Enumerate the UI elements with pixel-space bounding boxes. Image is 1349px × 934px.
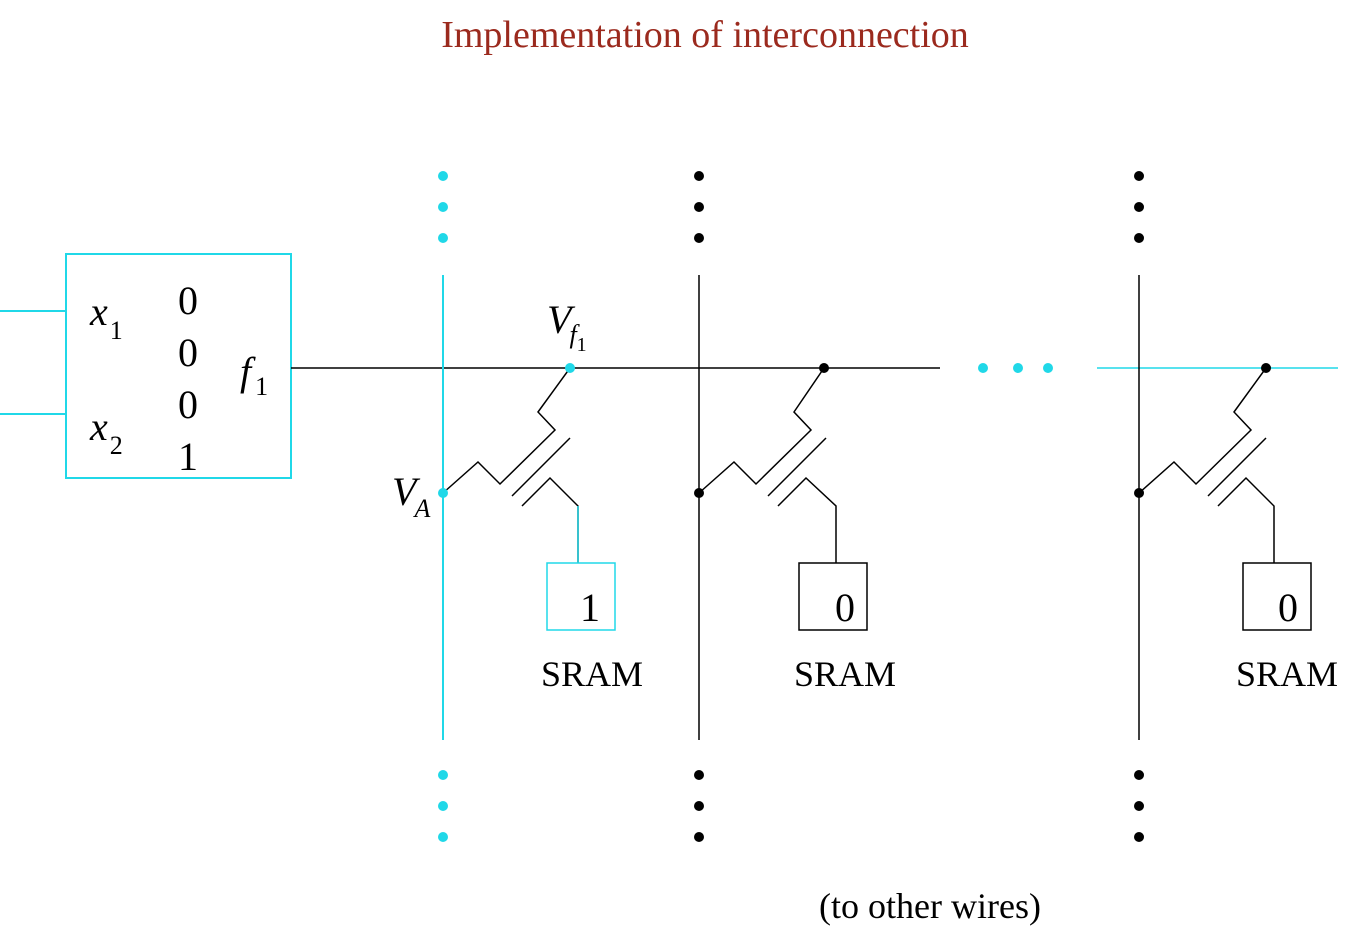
node-va-dot [438, 488, 448, 498]
input-label-x2: x2 [89, 404, 123, 460]
pass-transistor-3 [1138, 367, 1275, 563]
vertical-continuation-dots-c [1134, 171, 1144, 842]
truth-value-2: 0 [178, 382, 198, 427]
pass-transistor-2 [698, 367, 837, 563]
truth-value-3: 1 [178, 434, 198, 479]
sram-label-1: SRAM [541, 654, 643, 694]
junction-c-lower [1134, 488, 1144, 498]
junction-c-upper [1261, 363, 1271, 373]
page-title: Implementation of interconnection [441, 14, 969, 56]
input-label-x1: x1 [89, 289, 123, 345]
junction-b-lower [694, 488, 704, 498]
vertical-continuation-dots-b [694, 171, 704, 842]
vertical-continuation-dots-a [438, 171, 448, 842]
node-label-vf1: Vf1 [547, 297, 587, 356]
sram-label-3: SRAM [1236, 654, 1338, 694]
sram-value-3: 0 [1278, 585, 1298, 630]
junction-b-upper [819, 363, 829, 373]
sram-cell-3: 0 SRAM [1236, 562, 1338, 694]
lut-box [65, 253, 292, 479]
node-vf1-dot [565, 363, 575, 373]
sram-value-1: 1 [580, 585, 600, 630]
pass-transistor-1 [442, 367, 579, 563]
sram-cell-2: 0 SRAM [794, 562, 896, 694]
sram-cell-1: 1 SRAM [541, 562, 643, 694]
sram-value-2: 0 [835, 585, 855, 630]
sram-label-2: SRAM [794, 654, 896, 694]
node-label-va: VA [392, 469, 430, 523]
truth-value-0: 0 [178, 278, 198, 323]
truth-value-1: 0 [178, 330, 198, 375]
footnote: (to other wires) [819, 886, 1041, 926]
horizontal-continuation-dots [978, 363, 1053, 373]
